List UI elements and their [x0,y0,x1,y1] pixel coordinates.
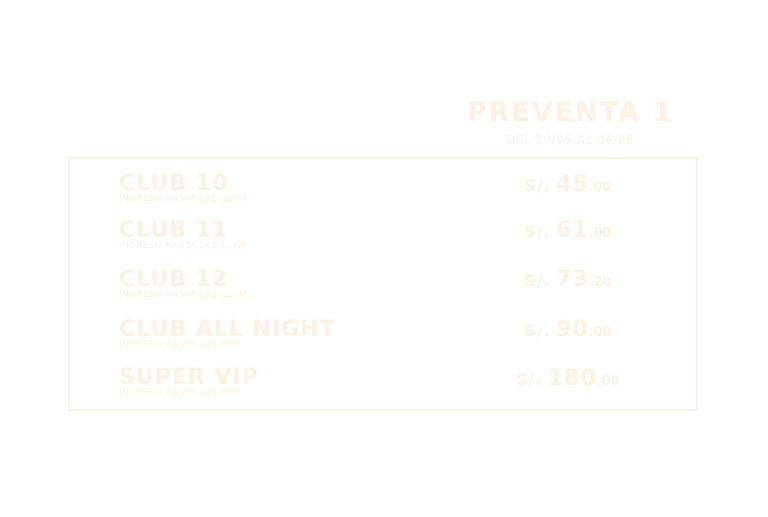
price-amount: 61 [555,218,589,243]
presale-dates: DEL 10/05 AL 09/06 [505,133,634,147]
price-decimals: .00 [596,374,620,389]
price-table-frame [68,157,698,411]
ticket-price-club-12: S/. 73.20 [468,267,668,296]
price-decimals: .00 [588,325,612,340]
price-amount: 73 [555,267,589,292]
presale-title: PREVENTA 1 [466,97,674,128]
ticket-name-club-10: CLUB 10 [119,171,229,196]
currency-symbol: S/. [524,176,551,195]
ticket-note-club-12: INGRESO HASTA LAS 12AM [119,290,248,300]
currency-symbol: S/. [516,370,543,389]
ticket-name-club-11: CLUB 11 [119,218,229,243]
price-decimals: .00 [588,226,612,241]
ticket-price-club-11: S/. 61.00 [468,218,668,247]
price-amount: 45 [555,172,589,197]
price-amount: 90 [555,317,589,342]
ticket-name-club-12: CLUB 12 [119,267,229,292]
currency-symbol: S/. [524,222,551,241]
price-decimals: .20 [588,275,612,290]
ticket-price-club-all-night: S/. 90.00 [468,317,668,346]
price-amount: 180 [547,366,597,391]
ticket-note-club-all-night: INGRESO HASTA LAS 5AM [119,340,242,350]
ticket-name-club-all-night: CLUB ALL NIGHT [119,317,336,342]
ticket-name-super-vip: SUPER VIP [119,365,259,390]
ticket-price-club-10: S/. 45.00 [468,172,668,201]
ticket-note-super-vip: INGRESO HASTA LAS 5AM [119,388,242,398]
price-decimals: .00 [588,180,612,195]
currency-symbol: S/. [524,271,551,290]
currency-symbol: S/. [524,321,551,340]
ticket-price-super-vip: S/. 180.00 [468,366,668,395]
ticket-note-club-11: INGRESO HASTA LAS 11PM [119,241,247,251]
ticket-note-club-10: INGRESO HASTA LAS 10PM [119,194,247,204]
